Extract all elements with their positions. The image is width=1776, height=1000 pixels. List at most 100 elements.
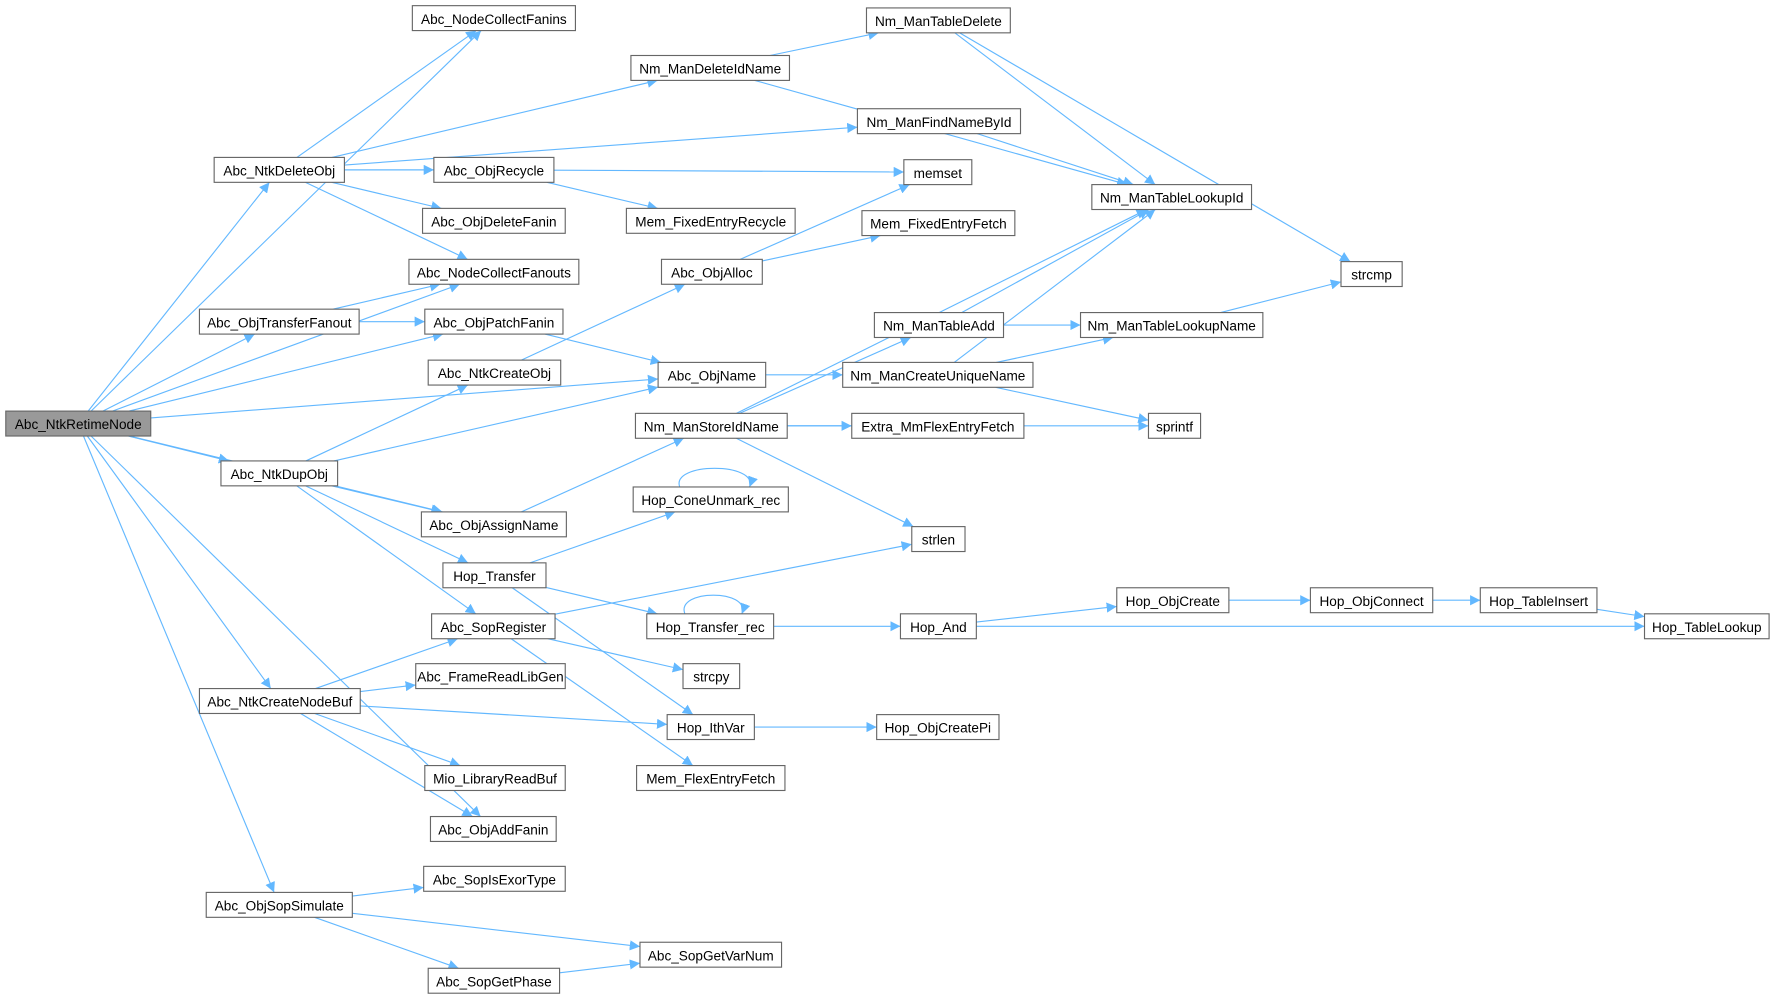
node-abc-ntk-create-node-buf[interactable]: Abc_NtkCreateNodeBuf — [198, 687, 361, 715]
edge-abc-ntk-create-node-buf-to-abc-sop-register — [315, 637, 458, 690]
edge-nm-man-store-id-name-to-nm-man-table-lookup-id — [736, 209, 1147, 414]
node-abc-sop-is-exor-type[interactable]: Abc_SopIsExorType — [423, 865, 566, 892]
node-abc-obj-transfer-fanout[interactable]: Abc_ObjTransferFanout — [198, 308, 360, 335]
node-abc-sop-get-var-num[interactable]: Abc_SopGetVarNum — [639, 941, 783, 968]
node-nm-man-table-lookup-name[interactable]: Nm_ManTableLookupName — [1079, 312, 1264, 339]
node-label: Abc_SopGetVarNum — [648, 948, 774, 963]
node-abc-node-collect-fanouts[interactable]: Abc_NodeCollectFanouts — [408, 258, 580, 285]
node-abc-obj-sop-simulate[interactable]: Abc_ObjSopSimulate — [205, 891, 353, 918]
edge-abc-obj-transfer-fanout-to-abc-node-collect-fanouts — [332, 281, 441, 310]
node-abc-obj-assign-name[interactable]: Abc_ObjAssignName — [420, 511, 567, 538]
node-nm-man-table-delete[interactable]: Nm_ManTableDelete — [865, 7, 1011, 34]
node-abc-obj-patch-fanin[interactable]: Abc_ObjPatchFanin — [424, 308, 564, 335]
node-box — [630, 54, 791, 81]
node-abc-obj-delete-fanin[interactable]: Abc_ObjDeleteFanin — [421, 207, 566, 234]
node-strcmp[interactable]: strcmp — [1340, 261, 1403, 288]
node-hop-and[interactable]: Hop_And — [899, 613, 977, 640]
node-label: strcmp — [1351, 268, 1392, 283]
node-hop-obj-create-pi[interactable]: Hop_ObjCreatePi — [876, 714, 1000, 741]
node-box — [198, 687, 361, 715]
node-box — [856, 108, 1022, 135]
node-extra-mm-flex-entry-fetch[interactable]: Extra_MmFlexEntryFetch — [851, 412, 1025, 439]
node-memset[interactable]: memset — [903, 159, 973, 186]
node-label: Abc_ObjSopSimulate — [215, 899, 344, 914]
node-nm-man-table-lookup-id[interactable]: Nm_ManTableLookupId — [1091, 184, 1253, 211]
node-box — [433, 156, 555, 183]
node-abc-node-collect-fanins[interactable]: Abc_NodeCollectFanins — [411, 5, 576, 32]
node-hop-ith-var[interactable]: Hop_IthVar — [666, 714, 755, 741]
node-label: Mem_FixedEntryFetch — [870, 217, 1007, 232]
nodes-layer: Abc_NtkRetimeNodeAbc_NodeCollectFaninsNm… — [5, 5, 1770, 994]
node-hop-table-lookup[interactable]: Hop_TableLookup — [1643, 613, 1770, 640]
node-mem-flex-entry-fetch[interactable]: Mem_FlexEntryFetch — [636, 765, 786, 792]
node-label: Abc_NtkCreateObj — [438, 366, 551, 381]
node-hop-transfer-rec[interactable]: Hop_Transfer_rec — [646, 613, 775, 640]
node-box — [625, 207, 796, 234]
edge-abc-ntk-retime-node-to-abc-node-collect-fanouts — [112, 282, 460, 412]
node-nm-man-store-id-name[interactable]: Nm_ManStoreIdName — [634, 412, 788, 439]
node-nm-man-create-unique-name[interactable]: Nm_ManCreateUniqueName — [842, 361, 1034, 388]
node-box — [865, 7, 1011, 34]
node-mio-library-read-buf[interactable]: Mio_LibraryReadBuf — [424, 765, 566, 792]
node-box — [420, 511, 567, 538]
node-label: Nm_ManTableLookupName — [1088, 319, 1256, 334]
edge-abc-ntk-retime-node-to-abc-obj-add-fanin — [90, 435, 481, 817]
node-abc-sop-register[interactable]: Abc_SopRegister — [431, 613, 556, 640]
node-box — [415, 663, 566, 690]
node-label: Hop_ObjConnect — [1319, 594, 1423, 609]
node-strcpy[interactable]: strcpy — [682, 663, 741, 690]
node-sprintf[interactable]: sprintf — [1147, 412, 1202, 439]
node-hop-obj-connect[interactable]: Hop_ObjConnect — [1309, 587, 1434, 614]
edge-nm-man-create-unique-name-to-sprintf — [995, 386, 1149, 424]
node-abc-ntk-dup-obj[interactable]: Abc_NtkDupObj — [220, 460, 339, 487]
edge-nm-man-delete-id-name-to-nm-man-table-delete — [769, 29, 879, 57]
node-label: Nm_ManTableLookupId — [1100, 191, 1243, 206]
edge-abc-ntk-dup-obj-to-abc-obj-name — [333, 384, 659, 462]
node-box — [876, 714, 1000, 741]
node-box — [421, 207, 566, 234]
node-abc-obj-recycle[interactable]: Abc_ObjRecycle — [433, 156, 555, 183]
edge-nm-man-store-id-name-to-strlen — [736, 437, 914, 528]
node-label: Abc_FrameReadLibGen — [417, 670, 563, 685]
node-box — [411, 5, 576, 32]
node-hop-obj-create[interactable]: Hop_ObjCreate — [1116, 587, 1230, 614]
node-label: Mio_LibraryReadBuf — [433, 772, 557, 787]
node-nm-man-delete-id-name[interactable]: Nm_ManDeleteIdName — [630, 54, 791, 81]
edge-abc-obj-recycle-to-memset — [553, 166, 904, 178]
node-hop-table-insert[interactable]: Hop_TableInsert — [1479, 587, 1598, 614]
node-hop-cone-unmark-rec[interactable]: Hop_ConeUnmark_rec — [632, 486, 789, 513]
node-box — [1643, 613, 1770, 640]
node-mem-fixed-entry-recycle[interactable]: Mem_FixedEntryRecycle — [625, 207, 796, 234]
node-abc-ntk-delete-obj[interactable]: Abc_NtkDeleteObj — [213, 156, 345, 183]
edge-hop-and-to-hop-obj-create — [976, 602, 1117, 623]
edge-hop-cone-unmark-rec-to-hop-cone-unmark-rec — [678, 467, 758, 488]
node-strlen[interactable]: strlen — [911, 526, 966, 553]
node-box — [1309, 587, 1434, 614]
node-nm-man-find-name-by-id[interactable]: Nm_ManFindNameById — [856, 108, 1022, 135]
node-label: Nm_ManStoreIdName — [644, 419, 779, 434]
edge-abc-ntk-create-node-buf-to-mio-library-read-buf — [314, 712, 461, 767]
node-abc-frame-read-lib-gen[interactable]: Abc_FrameReadLibGen — [415, 663, 566, 690]
node-abc-ntk-create-obj[interactable]: Abc_NtkCreateObj — [427, 359, 562, 386]
node-label: Abc_SopIsExorType — [433, 872, 556, 887]
node-label: Abc_NtkDeleteObj — [223, 164, 335, 179]
edge-abc-ntk-dup-obj-to-hop-transfer — [305, 485, 469, 564]
node-label: Nm_ManCreateUniqueName — [850, 368, 1025, 383]
node-hop-transfer[interactable]: Hop_Transfer — [442, 562, 547, 589]
node-label: Mem_FlexEntryFetch — [646, 772, 775, 787]
node-abc-ntk-retime-node[interactable]: Abc_NtkRetimeNode — [5, 410, 152, 437]
node-box — [911, 526, 966, 553]
node-label: Nm_ManTableAdd — [883, 319, 995, 334]
edge-nm-man-table-delete-to-nm-man-table-lookup-id — [954, 32, 1156, 186]
node-abc-obj-alloc[interactable]: Abc_ObjAlloc — [660, 258, 763, 285]
edge-abc-ntk-dup-obj-to-abc-sop-register — [296, 485, 477, 615]
node-label: Abc_ObjPatchFanin — [434, 315, 555, 330]
node-label: Abc_ObjTransferFanout — [207, 315, 352, 330]
node-abc-obj-add-fanin[interactable]: Abc_ObjAddFanin — [429, 815, 557, 843]
node-nm-man-table-add[interactable]: Nm_ManTableAdd — [873, 312, 1005, 339]
node-box — [1340, 261, 1403, 288]
node-mem-fixed-entry-fetch[interactable]: Mem_FixedEntryFetch — [861, 210, 1016, 237]
edge-abc-ntk-delete-obj-to-nm-man-find-name-by-id — [344, 122, 858, 166]
node-abc-sop-get-phase[interactable]: Abc_SopGetPhase — [427, 967, 561, 994]
node-abc-obj-name[interactable]: Abc_ObjName — [657, 361, 767, 388]
